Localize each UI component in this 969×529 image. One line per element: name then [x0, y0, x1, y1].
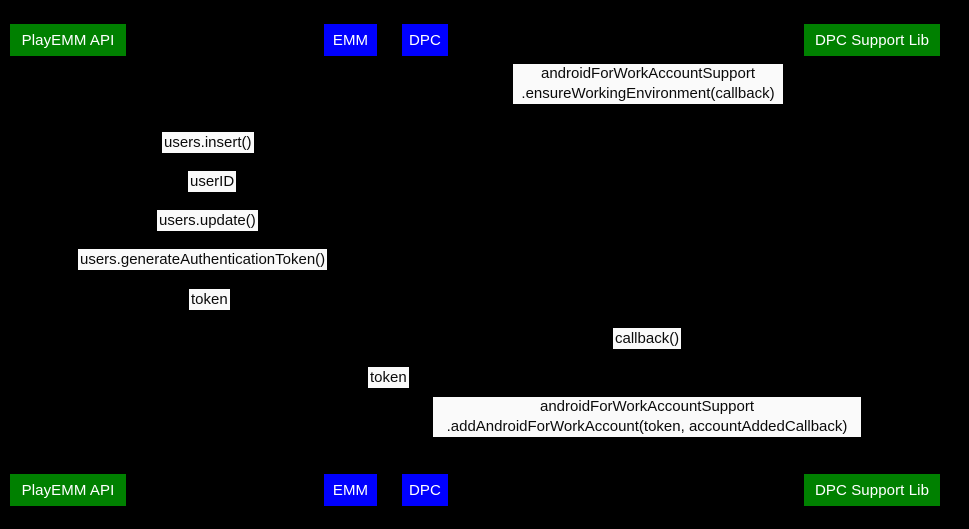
message-line-1: callback()	[615, 329, 680, 347]
participant-emm-top[interactable]: EMM	[324, 24, 377, 56]
participant-label: DPC	[409, 481, 441, 499]
participant-dpc-support-lib-top[interactable]: DPC Support Lib	[804, 24, 940, 56]
participant-label: PlayEMM API	[21, 481, 115, 499]
participant-label: EMM	[332, 481, 369, 499]
arrow-user-id	[68, 193, 350, 194]
participant-label: DPC Support Lib	[814, 31, 930, 49]
arrow-callback	[425, 350, 872, 351]
message-label-token-to-emm: token	[189, 289, 230, 310]
message-label-ensure-working-environment: androidForWorkAccountSupport .ensureWork…	[513, 64, 783, 104]
message-label-callback: callback()	[613, 328, 682, 349]
arrow-users-insert	[68, 154, 350, 155]
lifeline-dpclib	[872, 56, 873, 474]
message-label-users-insert: users.insert()	[162, 132, 254, 153]
message-line-1: androidForWorkAccountSupport	[541, 65, 755, 82]
arrow-ensure-working-environment	[425, 105, 872, 106]
message-line-1: users.update()	[159, 211, 256, 229]
arrow-add-android-for-work-account	[425, 438, 872, 439]
message-line-2: .ensureWorkingEnvironment(callback)	[521, 85, 775, 102]
participant-dpc-support-lib-bottom[interactable]: DPC Support Lib	[804, 474, 940, 506]
lifeline-dpc	[425, 56, 426, 474]
message-label-token-to-dpc: token	[368, 367, 409, 388]
message-line-1: users.insert()	[164, 133, 252, 151]
arrow-generate-auth-token	[68, 271, 350, 272]
message-label-add-android-for-work-account: androidForWorkAccountSupport .addAndroid…	[433, 397, 861, 437]
arrow-token-to-emm	[68, 310, 350, 311]
participant-label: DPC	[409, 31, 441, 49]
message-line-1: token	[370, 368, 407, 386]
lifeline-emm	[350, 56, 351, 474]
message-line-1: users.generateAuthenticationToken()	[80, 250, 326, 268]
message-label-users-update: users.update()	[157, 210, 258, 231]
lifeline-playemm	[68, 56, 69, 474]
message-label-user-id: userID	[188, 171, 237, 192]
participant-label: PlayEMM API	[21, 31, 115, 49]
message-label-generate-authentication-token: users.generateAuthenticationToken()	[78, 249, 328, 270]
participant-dpc-bottom[interactable]: DPC	[402, 474, 448, 506]
message-line-1: androidForWorkAccountSupport	[540, 398, 754, 415]
participant-label: EMM	[332, 31, 369, 49]
message-line-1: userID	[190, 172, 235, 190]
participant-label: DPC Support Lib	[814, 481, 930, 499]
message-line-2: .addAndroidForWorkAccount(token, account…	[446, 418, 848, 435]
participant-emm-bottom[interactable]: EMM	[324, 474, 377, 506]
participant-playemm-api-top[interactable]: PlayEMM API	[10, 24, 126, 56]
arrow-users-update	[68, 232, 350, 233]
message-line-1: token	[191, 290, 228, 308]
participant-playemm-api-bottom[interactable]: PlayEMM API	[10, 474, 126, 506]
arrow-token-to-dpc	[350, 389, 425, 390]
participant-dpc-top[interactable]: DPC	[402, 24, 448, 56]
